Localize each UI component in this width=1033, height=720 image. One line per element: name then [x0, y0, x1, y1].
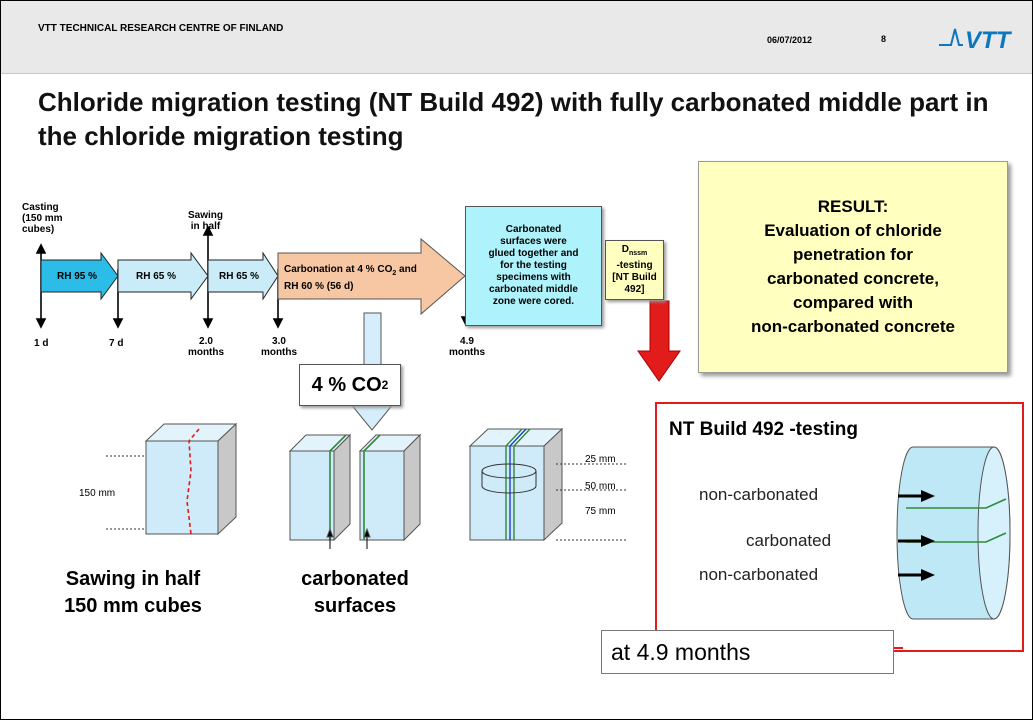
time-note-box: at 4.9 months [601, 630, 894, 674]
vtt-logo: VTT [939, 27, 1013, 54]
red-down-arrow [637, 300, 681, 382]
rh65-arrow-1 [117, 251, 209, 301]
vtt-logo-text: VTT [965, 27, 1013, 54]
core-dim-25: 25 mm [585, 454, 616, 465]
result-box: RESULT: Evaluation of chloride penetrati… [698, 161, 1008, 373]
slide-title: Chloride migration testing (NT Build 492… [38, 87, 989, 151]
nt-testing-title: NT Build 492 -testing [669, 419, 858, 440]
dnssm-testing-box: Dnssm -testing [NT Build 492] [605, 240, 664, 300]
carbonation-arrow [277, 237, 466, 316]
time-7d: 7 d [109, 338, 124, 349]
page-number: 8 [881, 34, 887, 44]
core-dim-75: 75 mm [585, 506, 616, 517]
cube-halves [288, 433, 422, 549]
carbonation-label: Carbonation at 4 % CO2 and RH 60 % (56 d… [284, 264, 417, 292]
cored-cube [468, 427, 626, 542]
layer-label-bottom: non-carbonated [699, 565, 819, 584]
rh65-label-1: RH 65 % [135, 270, 176, 282]
rh95-arrow [40, 251, 119, 301]
rh95-label: RH 95 % [56, 270, 97, 282]
slide-date: 06/07/2012 [767, 35, 813, 45]
cube-1 [106, 422, 238, 536]
time-1d: 1 d [34, 338, 49, 349]
slide-header: VTT TECHNICAL RESEARCH CENTRE OF FINLAND… [1, 1, 1032, 74]
casting-label: Casting (150 mm cubes) [22, 202, 63, 235]
layer-arrows [898, 490, 935, 581]
rh65-label-2: RH 65 % [218, 270, 259, 282]
layer-label-top: non-carbonated [699, 485, 819, 504]
organization-name: VTT TECHNICAL RESEARCH CENTRE OF FINLAND [38, 23, 284, 34]
rh65-arrow-2 [207, 251, 279, 301]
sawing-label: Sawing in half [188, 210, 224, 232]
carbonated-surfaces-box: Carbonated surfaces were glued together … [465, 206, 602, 326]
core-dim-50: 50 mm [585, 481, 616, 492]
sawing-caption: Sawing in half 150 mm cubes [64, 568, 202, 617]
carbonated-caption: carbonated surfaces [301, 568, 409, 617]
cube-dimension: 150 mm [79, 488, 116, 499]
layer-label-middle: carbonated [746, 531, 832, 550]
